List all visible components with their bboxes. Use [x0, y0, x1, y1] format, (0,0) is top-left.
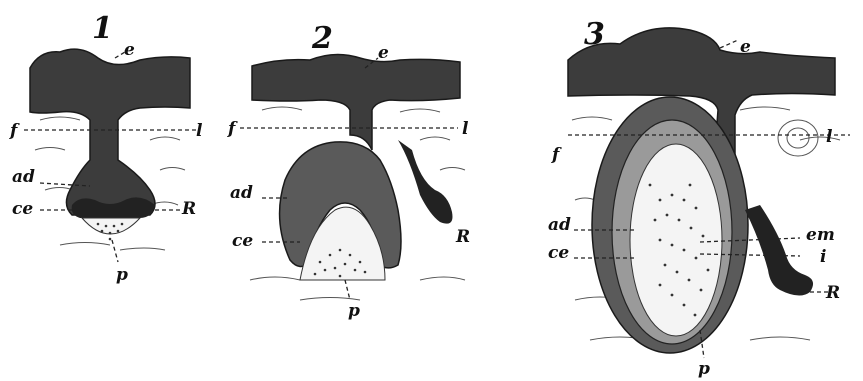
- figure-1-papilla: [82, 218, 140, 234]
- figure-1-label-R: R: [181, 199, 196, 219]
- figure-3-label-em: em: [806, 225, 835, 245]
- figure-2-label-f: f: [227, 119, 238, 139]
- figure-1-label-f: f: [9, 121, 20, 141]
- figure-2-epithelium: [252, 54, 460, 150]
- figure-3-leader-e: [720, 40, 738, 48]
- figure-1-label-p: p: [116, 265, 128, 285]
- figure-3-replacement-bud: [745, 205, 813, 296]
- figure-1-label-ce: ce: [12, 199, 33, 219]
- figure-2-label-R: R: [455, 227, 470, 247]
- figure-2: 2 e f l ad ce R p: [227, 21, 470, 321]
- figure-3-label-ad: ad: [548, 215, 571, 235]
- figure-3-label-R: R: [825, 283, 840, 303]
- figure-2-number: 2: [311, 21, 333, 56]
- figure-1: 1 e f l ad ce R p: [9, 11, 203, 285]
- figure-3-label-i: i: [820, 247, 826, 267]
- figure-3-label-l: l: [826, 127, 833, 147]
- figure-1-epithelium: [30, 49, 190, 215]
- figure-3-label-p: p: [698, 359, 710, 379]
- figure-2-leader-p: [345, 280, 350, 300]
- figure-3-label-ce: ce: [548, 243, 569, 263]
- figure-3-papilla: [630, 144, 722, 336]
- figure-3: 3 e f: [548, 17, 850, 379]
- figure-2-label-ad: ad: [230, 183, 253, 203]
- figure-2-label-p: p: [348, 301, 360, 321]
- figure-1-label-ad: ad: [12, 167, 35, 187]
- figure-1-number: 1: [92, 11, 113, 46]
- figure-3-label-e: e: [740, 37, 751, 57]
- figure-1-leader-p: [112, 240, 118, 262]
- figure-2-label-e: e: [378, 43, 389, 63]
- figure-3-label-f: f: [551, 145, 562, 165]
- figure-1-label-e: e: [124, 40, 135, 60]
- figure-2-replacement-bud: [398, 140, 453, 224]
- figure-2-label-l: l: [462, 119, 469, 139]
- figure-1-label-l: l: [196, 121, 203, 141]
- figure-2-label-ce: ce: [232, 231, 253, 251]
